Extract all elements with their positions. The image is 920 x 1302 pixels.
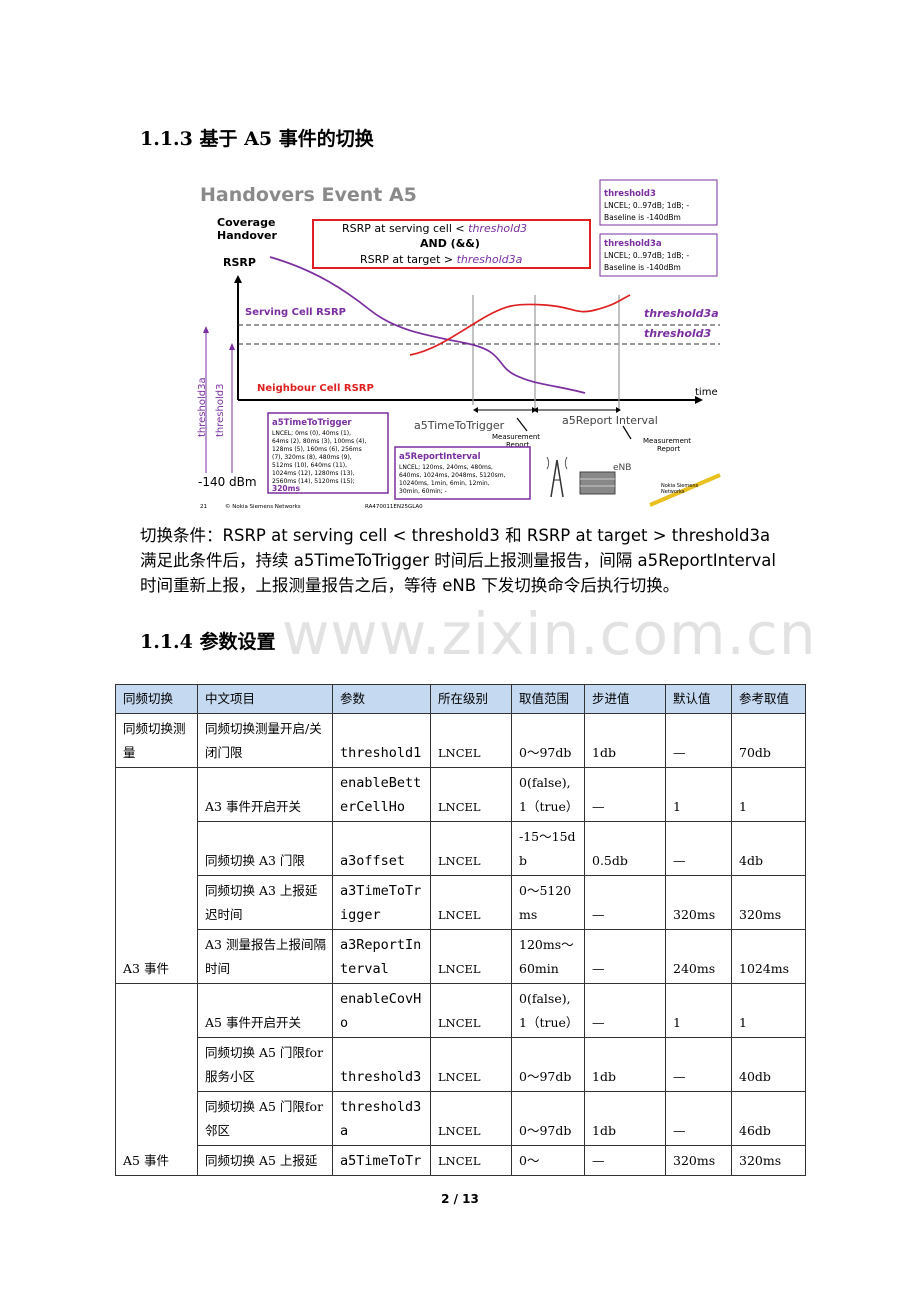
table-header-row: 同频切换 中文项目 参数 所在级别 取值范围 步进值 默认值 参考取值 [115, 684, 806, 714]
nsn-logo: Nokia Siemens Networks [649, 473, 721, 507]
threshold3-label: threshold3 [644, 327, 712, 340]
table-group-cell: A5 事件 [115, 983, 198, 1176]
threshold3-info-box [599, 179, 718, 226]
parameter-table: 同频切换 中文项目 参数 所在级别 取值范围 步进值 默认值 参考取值 同频切换… [115, 684, 806, 1176]
antenna-tower-icon [546, 456, 568, 498]
a5-ri-info-line: LNCEL; 120ms, 240ms, 480ms, [399, 464, 493, 471]
a5-ttt-default: 320ms [272, 484, 300, 493]
handover-a5-figure: Handovers Event A5 Coverage Handover RSR… [195, 175, 725, 515]
table-header: 参考取值 [731, 684, 806, 714]
a5-ttt-info-title: a5TimeToTrigger [272, 418, 352, 428]
table-header: 中文项目 [197, 684, 333, 714]
a5-ri-info-line: 10240ms, 1min, 6min, 12min, [399, 480, 490, 487]
threshold3-info-line: Baseline is -140dBm [604, 213, 681, 222]
watermark: www.zixin.com.cn [282, 600, 817, 668]
handover-label: Handover [217, 229, 278, 242]
serving-cell-label: Serving Cell RSRP [245, 307, 346, 318]
a5-ttt-info-box [267, 412, 389, 494]
section-heading-114: 1.1.4 参数设置 [140, 631, 276, 653]
measurement-report-2: Report [657, 445, 680, 453]
figure-title: Handovers Event A5 [200, 184, 417, 206]
paragraph-line-1: 切换条件：RSRP at serving cell < threshold3 和… [140, 526, 771, 545]
table-header: 取值范围 [511, 684, 585, 714]
a5-ttt-info-line: 2560ms (14), 5120ms (15); [272, 478, 355, 485]
rsrp-axis-label: RSRP [223, 256, 256, 269]
table-header: 同频切换 [115, 684, 198, 714]
threshold3a-info-box [599, 233, 718, 277]
neighbour-cell-rsrp-curve [409, 294, 631, 356]
table-row: 同频切换 A5 上报延 a5TimeToTr LNCEL 0～ — 320ms … [116, 1145, 806, 1176]
figure-slide-number: 21 [200, 504, 207, 510]
condition-line-1: RSRP at serving cell < threshold3 [342, 222, 527, 235]
table-row: 同频切换 A3 上报延迟时间 a3TimeToTrigger LNCEL 0～5… [116, 875, 806, 930]
threshold3-info-title: threshold3 [604, 189, 656, 199]
a5-ttt-info-line: 128ms (5), 160ms (6), 256ms [272, 446, 362, 453]
table-row: 同频切换 A5 门限for 邻区 threshold3a LNCEL 0～97d… [116, 1091, 806, 1146]
a5-ri-info-title: a5ReportInterval [399, 452, 481, 462]
threshold3a-info-line: LNCEL; 0..97dB; 1dB; - [604, 251, 689, 260]
table-header: 步进值 [584, 684, 666, 714]
table-row: A5 事件 A5 事件开启开关 enableCovHo LNCEL 0(fals… [115, 983, 806, 1176]
table-header: 所在级别 [430, 684, 512, 714]
a5-ttt-info-line: (7), 320ms (8), 480ms (9), [272, 454, 352, 461]
dbm-label: -140 dBm [198, 475, 257, 489]
paragraph-line-2: 满足此条件后，持续 a5TimeToTrigger 时间后上报测量报告，间隔 a… [140, 551, 776, 570]
a5-ri-info-line: 640ms, 1024ms, 2048ms, 5120sm, [399, 472, 506, 479]
threshold3a-axis-label: threshold3a [197, 377, 208, 437]
table-row: 同频切换测量 同频切换测量开启/关闭门限 threshold1 LNCEL 0～… [115, 713, 806, 768]
table-header: 默认值 [665, 684, 732, 714]
measurement-report-2: Measurement [643, 437, 691, 445]
table-row: 同频切换 A3 门限 a3offset LNCEL -15～15db 0.5db… [116, 821, 806, 876]
condition-and: AND (&&) [420, 237, 480, 250]
threshold3a-info-line: Baseline is -140dBm [604, 263, 681, 272]
neighbour-cell-label: Neighbour Cell RSRP [257, 383, 374, 394]
condition-box [312, 219, 591, 269]
measurement-report-1: Report [506, 441, 529, 449]
table-group-cell: A3 事件 [115, 767, 198, 984]
section-heading-113: 1.1.3 基于 A5 事件的切换 [140, 128, 374, 150]
page-number: 2 / 13 [441, 1192, 479, 1206]
coverage-label: Coverage [217, 216, 275, 229]
table-header: 参数 [332, 684, 431, 714]
a5-ttt-info-line: 1024ms (12), 1280ms (13), [272, 470, 355, 477]
threshold3a-label: threshold3a [644, 307, 719, 320]
table-row: A3 测量报告上报间隔时间 a3ReportInterval LNCEL 120… [116, 929, 806, 984]
a5-ttt-info-line: LNCEL; 0ms (0), 40ms (1), [272, 430, 351, 437]
svg-text:Nokia Siemens: Nokia Siemens [661, 483, 698, 489]
table-row: A3 事件 A3 事件开启开关 enableBetterCellHo LNCEL… [115, 767, 806, 984]
a5-ttt-info-line: 512ms (10), 640ms (11), [272, 462, 347, 469]
figure-code: RA470011EN25GLA0 [365, 504, 423, 510]
report-interval-axis-label: a5Report Interval [562, 414, 658, 427]
enb-label: eNB [613, 463, 631, 473]
a5-report-interval-info-box [394, 446, 531, 500]
measurement-report-1: Measurement [492, 433, 540, 441]
table-row: 同频切换 A5 门限for 服务小区 threshold3 LNCEL 0～97… [116, 1037, 806, 1092]
threshold3a-info-title: threshold3a [604, 239, 662, 249]
condition-line-2: RSRP at target > threshold3a [360, 253, 523, 266]
enb-server-icon [579, 471, 616, 495]
figure-copyright: © Nokia Siemens Networks [225, 503, 301, 510]
svg-text:Networks: Networks [661, 489, 685, 495]
serving-cell-rsrp-curve [269, 256, 586, 394]
table-group-cell: 同频切换测量 [115, 713, 198, 768]
paragraph-line-3: 时间重新上报，上报测量报告之后，等待 eNB 下发切换命令后执行切换。 [140, 576, 680, 595]
time-axis-label: time [695, 387, 718, 398]
threshold3-info-line: LNCEL; 0..97dB; 1dB; - [604, 201, 689, 210]
a5-ttt-info-line: 64ms (2), 80ms (3), 100ms (4), [272, 438, 366, 445]
ttt-axis-label: a5TimeToTrigger [414, 419, 505, 432]
a5-ri-info-line: 30min, 60min; - [399, 488, 447, 495]
threshold3-axis-label: threshold3 [215, 384, 226, 437]
